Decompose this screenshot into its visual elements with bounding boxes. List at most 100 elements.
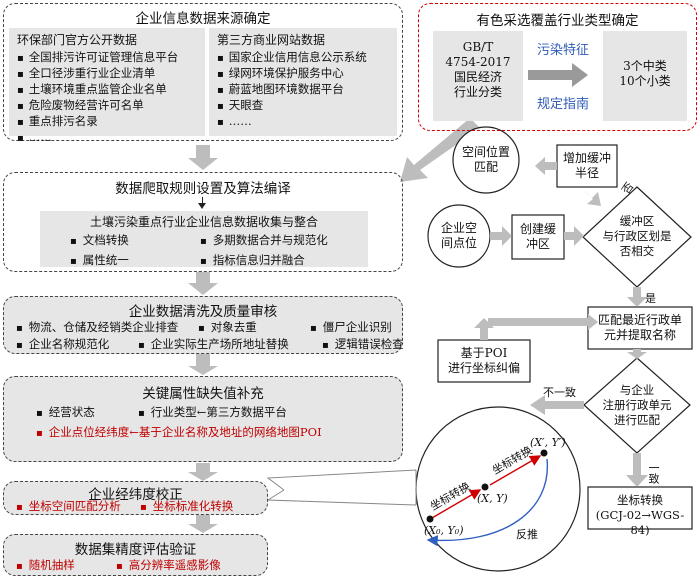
transform-node bbox=[587, 486, 693, 530]
list-item: …… bbox=[17, 130, 205, 146]
list-item: 蔚蓝地图环境数据平台 bbox=[217, 82, 397, 98]
evaluation-box: 数据集精度评估验证 随机抽样 高分辨率遥感影像 bbox=[3, 534, 268, 576]
p2-label: (X′, Y′) bbox=[530, 436, 566, 449]
poi-to-match-arrow bbox=[488, 314, 598, 330]
add-buffer-label: 增加缓冲 半径 bbox=[557, 151, 617, 181]
left-down-arrows bbox=[188, 145, 218, 533]
point-p1 bbox=[481, 483, 489, 491]
list-item: …… bbox=[217, 114, 397, 130]
industry-title: 有色采选覆盖行业类型确定 bbox=[476, 13, 639, 29]
arrow-down-icon bbox=[198, 203, 206, 209]
evaluation-title: 数据集精度评估验证 bbox=[74, 542, 197, 558]
spatial-match-node bbox=[452, 126, 520, 194]
node-line: (GCJ-02→WGS-84) bbox=[595, 508, 685, 537]
list-item: 国家企业信用信息公示系统 bbox=[217, 50, 397, 66]
create-buffer-node bbox=[511, 214, 565, 260]
list-item: 属性统一 bbox=[40, 251, 188, 271]
intersect-label: 缓冲区 与行政区划是 否相交 bbox=[590, 214, 684, 259]
node-line: 基于POI bbox=[460, 346, 508, 360]
node-line: 与企业 bbox=[619, 383, 655, 397]
node-line: 坐标转换 bbox=[617, 493, 663, 507]
node-line: 冲区 bbox=[525, 237, 550, 251]
node-line: 进行匹配 bbox=[614, 413, 660, 427]
list-item: 坐标标准化转换 bbox=[128, 497, 234, 517]
crawl-title: 数据爬取规则设置及算法编译 bbox=[115, 181, 291, 197]
list-item: 逻辑错误检查 bbox=[310, 335, 404, 355]
industry-box: 有色采选覆盖行业类型确定 GB/T 4754-2017 国民经济 行业分类 污染… bbox=[418, 3, 697, 131]
commercial-list: 国家企业信用信息公示系统 绿网环境保护服务中心 蔚蓝地图环境数据平台 天眼查 …… bbox=[209, 50, 397, 130]
list-item: 物流、仓储及经销类企业排查 bbox=[4, 318, 186, 338]
crawl-inner-panel: 土壤污染重点行业企业信息数据收集与整合 文档转换 多期数据合并与规范化 属性统一… bbox=[40, 211, 368, 267]
result-panel: 3个中类 10个小类 bbox=[603, 31, 687, 121]
point-p0 bbox=[426, 515, 434, 523]
list-item: 全国排污许可证管理信息平台 bbox=[17, 50, 205, 66]
node-line: 否相交 bbox=[619, 244, 655, 258]
list-item: 重点排污名录 bbox=[17, 114, 205, 130]
node-line: 缓冲区 bbox=[619, 214, 655, 228]
clean-box: 企业数据清洗及质量审核 物流、仓储及经销类企业排查 对象去重 僵尸企业识别 企业… bbox=[3, 296, 404, 355]
list-item: 高分辨率遥感影像 bbox=[104, 556, 221, 576]
node-line: 间点位 bbox=[440, 236, 477, 250]
attribute-title: 关键属性缺失值补充 bbox=[142, 386, 264, 402]
inverse-label: 反推 bbox=[516, 528, 538, 541]
transform-label: 坐标转换 (GCJ-02→WGS-84) bbox=[588, 493, 692, 538]
point-label: 企业空 间点位 bbox=[428, 221, 490, 251]
flow-arrows bbox=[474, 157, 648, 487]
compare-label: 与企业 注册行政单元 进行匹配 bbox=[590, 383, 684, 428]
node-line: 企业空 bbox=[440, 221, 477, 235]
list-item: 危险废物经营许可名单 bbox=[17, 98, 205, 114]
clean-title: 企业数据清洗及质量审核 bbox=[128, 304, 278, 320]
create-buffer-label: 创建缓 冲区 bbox=[512, 222, 564, 252]
crawl-inner-title: 土壤污染重点行业企业信息数据收集与整合 bbox=[89, 215, 318, 229]
standard-panel: GB/T 4754-2017 国民经济 行业分类 bbox=[433, 31, 523, 121]
attribute-box: 关键属性缺失值补充 经营状态 行业类型←第三方数据平台 企业点位经纬度←基于企业… bbox=[3, 376, 403, 462]
official-list: 全国排污许可证管理信息平台 全口径涉重行业企业清单 土壤环境重点监管企业名单 危… bbox=[9, 50, 205, 146]
standard-line: 国民经济 bbox=[453, 70, 502, 84]
standard-line: GB/T bbox=[462, 40, 494, 54]
consistent-label: 一致 bbox=[647, 462, 660, 484]
standard-line: 行业分类 bbox=[453, 85, 502, 99]
pollution-feature-label: 污染特征 bbox=[536, 43, 589, 58]
node-line: 进行坐标纠偏 bbox=[447, 361, 520, 375]
industry-arrow bbox=[528, 63, 588, 87]
match-admin-node bbox=[587, 306, 693, 350]
point-p2 bbox=[540, 449, 548, 457]
result-line: 10个小类 bbox=[619, 74, 671, 88]
source-box: 企业信息数据来源确定 环保部门官方公开数据 全国排污许可证管理信息平台 全口径涉… bbox=[3, 3, 403, 144]
result-line: 3个中类 bbox=[623, 59, 667, 73]
node-line: 空间位置 bbox=[461, 145, 510, 159]
node-line: 匹配 bbox=[473, 160, 498, 174]
list-item: 绿网环境保护服务中心 bbox=[217, 66, 397, 82]
node-line: 匹配最近行政单 bbox=[597, 313, 682, 327]
transform-arrow-2 bbox=[489, 455, 542, 486]
list-item: 坐标空间匹配分析 bbox=[4, 497, 128, 517]
spatial-match-label: 空间位置 匹配 bbox=[453, 145, 519, 175]
list-item: 随机抽样 bbox=[4, 556, 104, 576]
crawl-box: 数据爬取规则设置及算法编译 土壤污染重点行业企业信息数据收集与整合 文档转换 多… bbox=[3, 172, 403, 272]
source-title: 企业信息数据来源确定 bbox=[135, 11, 271, 27]
node-line: 元并提取名称 bbox=[603, 328, 676, 342]
mismatch-label: 不一致 bbox=[543, 386, 576, 399]
p1-label: (X, Y) bbox=[477, 492, 508, 505]
node-line: 增加缓冲 bbox=[562, 151, 611, 165]
list-item: 文档转换 bbox=[40, 231, 188, 251]
official-panel-title: 环保部门官方公开数据 bbox=[17, 33, 138, 47]
list-item: 全口径涉重行业企业清单 bbox=[17, 66, 205, 82]
commercial-panel: 第三方商业网站数据 国家企业信用信息公示系统 绿网环境保护服务中心 蔚蓝地图环境… bbox=[209, 28, 397, 136]
list-item: 企业点位经纬度←基于企业名称及地址的网络地图POI bbox=[24, 423, 322, 443]
zoom-line-2 bbox=[266, 489, 417, 506]
crawl-connector bbox=[202, 197, 203, 207]
commercial-panel-title: 第三方商业网站数据 bbox=[217, 33, 326, 47]
calibration-box: 企业经纬度校正 坐标空间匹配分析 坐标标准化转换 bbox=[3, 481, 268, 515]
standard-line: 4754-2017 bbox=[445, 55, 511, 69]
list-item: 企业名称规范化 bbox=[4, 335, 126, 355]
p0-label: (X₀, Y₀) bbox=[424, 524, 464, 537]
node-line: 注册行政单元 bbox=[602, 398, 672, 412]
poi-correct-label: 基于POI 进行坐标纠偏 bbox=[438, 346, 530, 376]
node-line: 半径 bbox=[574, 166, 599, 180]
coordinate-circle bbox=[415, 406, 581, 572]
list-item: 僵尸企业识别 bbox=[298, 318, 392, 338]
list-item: 经营状态 bbox=[24, 403, 126, 423]
list-item: 天眼查 bbox=[217, 98, 397, 114]
